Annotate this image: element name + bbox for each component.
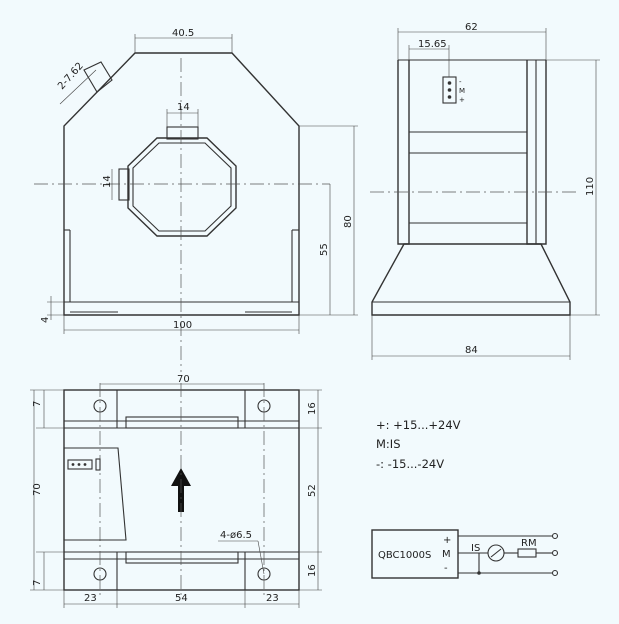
dim-bottom-mid-w: 54 [175,593,188,604]
connector-pin-plus: + [459,96,465,104]
terminal-plus [551,532,559,540]
dim-side-connector-offset: 15.65 [418,39,447,50]
wiring-pin-m: M [442,549,451,560]
note-m: M:IS [376,437,401,451]
terminal-minus [551,569,559,577]
dim-bottom-right-top: 16 [307,402,318,415]
dim-front-window-width: 40.5 [172,28,194,39]
dim-bottom-bottom-band: 7 [32,580,43,586]
meter-icon [487,544,505,562]
device-box [371,529,459,579]
dim-front-height-55: 55 [319,243,330,256]
front-view: 40.5 14 14 2-7.62 80 55 100 4 [34,28,358,372]
dim-side-height: 110 [585,177,596,196]
dim-side-width: 62 [465,22,478,33]
resistor-label: RM [521,538,537,549]
bottom-connector-housing [63,447,127,541]
front-aperture-top-notch [166,126,199,140]
terminal-m [551,549,559,557]
current-label: IS [471,543,480,554]
supply-notes: +: +15...+24V M:IS -: -15...-24V [376,418,461,471]
side-left-post [397,60,410,245]
wiring-pin-plus: + [443,535,451,546]
dim-front-aperture-top: 14 [177,102,190,113]
side-connector [442,76,457,104]
connector-pin-minus: - [459,78,462,86]
device-label: QBC1000S [378,550,431,561]
dim-front-mount-holes: 2-7.62 [56,61,86,92]
wiring-diagram: QBC1000S + M - IS RM [371,529,559,579]
dim-bottom-left-w: 23 [84,593,97,604]
note-minus: -: -15...-24V [376,457,444,471]
dim-front-aperture-side: 14 [102,175,113,188]
dim-bottom-top-band: 7 [32,401,43,407]
dim-bottom-right-low: 16 [307,564,318,577]
dim-bottom-right-w: 23 [266,593,279,604]
note-plus: +: +15...+24V [376,418,461,432]
dim-bottom-height: 70 [32,483,43,496]
dim-front-height-80: 80 [343,215,354,228]
bottom-view: 70 7 70 7 16 52 16 23 54 23 4-ø6.5 [30,374,322,608]
dim-front-width: 100 [173,320,192,331]
dim-bottom-hole-span: 70 [177,374,190,385]
side-view: - M + 62 15.65 110 84 [370,22,600,360]
front-mount-boss [83,61,113,93]
resistor-icon [517,548,537,558]
front-aperture-side-notch [118,168,130,201]
dim-front-base-thick: 4 [40,317,51,323]
dim-side-base-width: 84 [465,345,478,356]
wiring-pin-minus: - [444,563,448,574]
front-aperture [127,137,237,237]
hole-callout: 4-ø6.5 [220,530,252,541]
side-base [371,243,571,316]
connector-pin-m: M [459,87,465,95]
dim-bottom-right-mid: 52 [307,484,318,497]
